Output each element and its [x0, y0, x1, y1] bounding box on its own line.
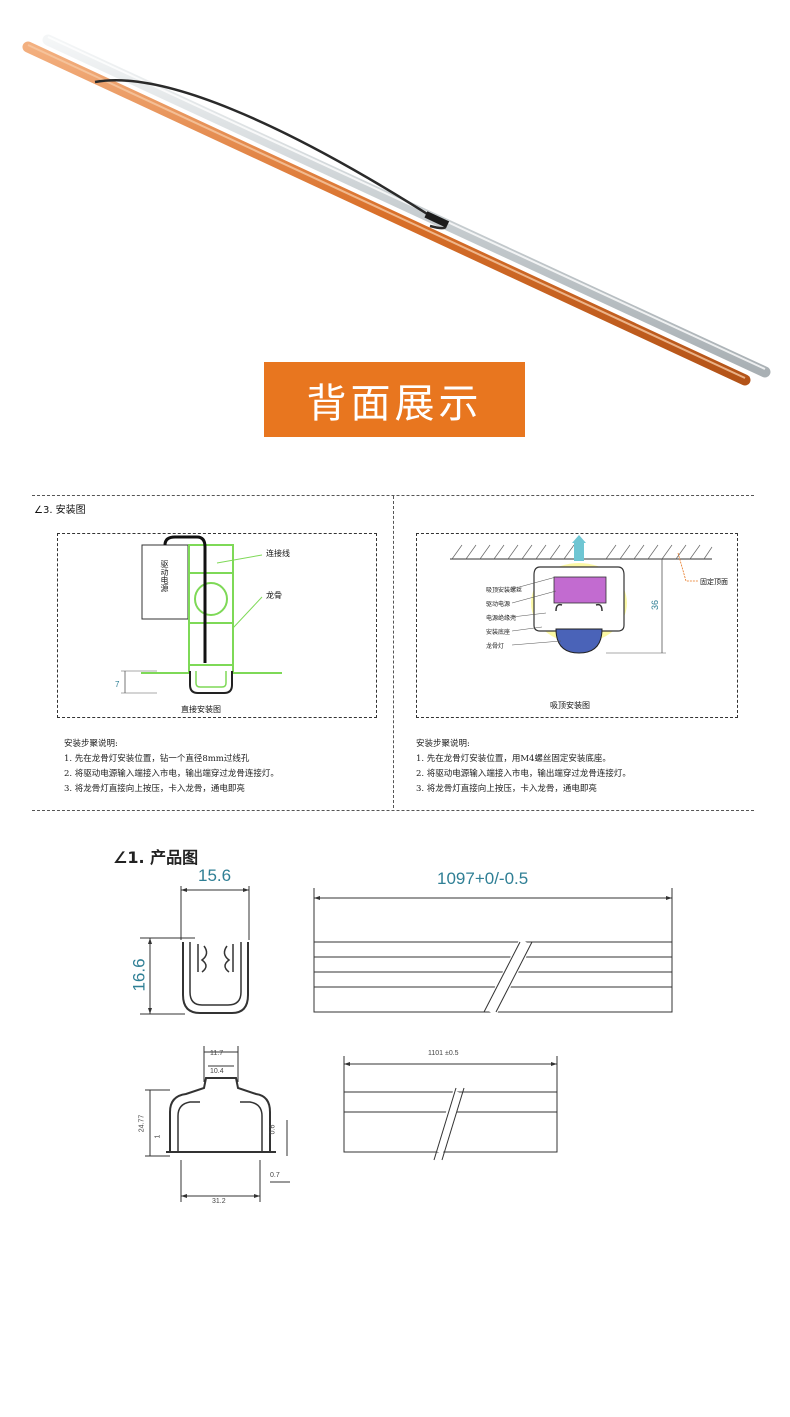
part-label-lamp: 龙骨灯	[486, 643, 505, 650]
dim-height-top: 16.6	[129, 958, 149, 992]
black-cable	[94, 79, 447, 230]
dim-7: 7	[115, 680, 120, 689]
dim-11-7: 11.7	[210, 1050, 224, 1057]
dim-24-77: 24.77	[138, 1114, 146, 1133]
banner-title: 背面展示	[264, 362, 525, 437]
right-steps: 安装步聚说明: 1. 先在龙骨灯安装位置，用M4螺丝固定安装底座。 2. 将驱动…	[416, 737, 631, 797]
direct-install-caption: 直接安装图	[181, 705, 221, 714]
left-steps-title: 安装步聚说明:	[64, 739, 118, 749]
rod-silver	[42, 34, 771, 378]
divider-middle	[393, 496, 394, 808]
part-label-base: 安装底座	[486, 629, 511, 636]
dim-0-6: 0.6	[269, 1124, 277, 1135]
dim-1: 1	[154, 1134, 162, 1139]
left-step-1: 1. 先在龙骨灯安装位置，钻一个直径8mm过线孔	[64, 754, 250, 764]
part-label-screw: 吸顶安装螺丝	[486, 587, 523, 594]
product-section-title: ∠1. 产品图	[113, 848, 199, 867]
dim-length-top: 1097+0/-0.5	[437, 869, 529, 888]
divider-top	[32, 495, 754, 496]
divider-bottom	[32, 810, 754, 811]
keel-label: 龙骨	[266, 591, 282, 600]
driver-label: 驱动电源	[160, 560, 169, 592]
install-section-title: ∠3. 安装图	[34, 505, 86, 516]
dim-0-7: 0.7	[270, 1172, 280, 1179]
part-label-insulation: 电源绝缘壳	[486, 615, 517, 622]
left-steps: 安装步聚说明: 1. 先在龙骨灯安装位置，钻一个直径8mm过线孔 2. 将驱动电…	[64, 737, 279, 797]
left-step-3: 3. 将龙骨灯直接向上按压，卡入龙骨，通电即亮	[64, 784, 245, 794]
dim-31-2: 31.2	[212, 1198, 226, 1205]
product-photo	[22, 34, 771, 386]
dim-36: 36	[650, 599, 661, 611]
product-drawings	[140, 886, 673, 1202]
direct-install-diagram	[57, 533, 377, 718]
dim-length-bottom: 1101 ±0.5	[428, 1050, 459, 1057]
ceiling-install-drawing	[450, 535, 713, 654]
dim-10-4: 10.4	[210, 1068, 224, 1075]
wire-label: 连接线	[266, 549, 290, 558]
ceiling-install-diagram	[416, 533, 738, 718]
right-steps-title: 安装步聚说明:	[416, 739, 470, 749]
direct-install-drawing	[121, 535, 282, 694]
ceiling-label: 固定顶面	[700, 578, 728, 586]
left-step-2: 2. 将驱动电源输入端接入市电，输出端穿过龙骨连接灯。	[64, 769, 279, 779]
rod-orange	[22, 41, 751, 386]
right-step-2: 2. 将驱动电源输入端接入市电，输出端穿过龙骨连接灯。	[416, 769, 631, 779]
part-label-driver: 驱动电源	[486, 601, 511, 608]
dim-width-top: 15.6	[198, 866, 232, 885]
right-step-3: 3. 将龙骨灯直接向上按压，卡入龙骨，通电即亮	[416, 784, 597, 794]
right-step-1: 1. 先在龙骨灯安装位置，用M4螺丝固定安装底座。	[416, 754, 611, 764]
ceiling-install-caption: 吸顶安装图	[550, 701, 590, 710]
